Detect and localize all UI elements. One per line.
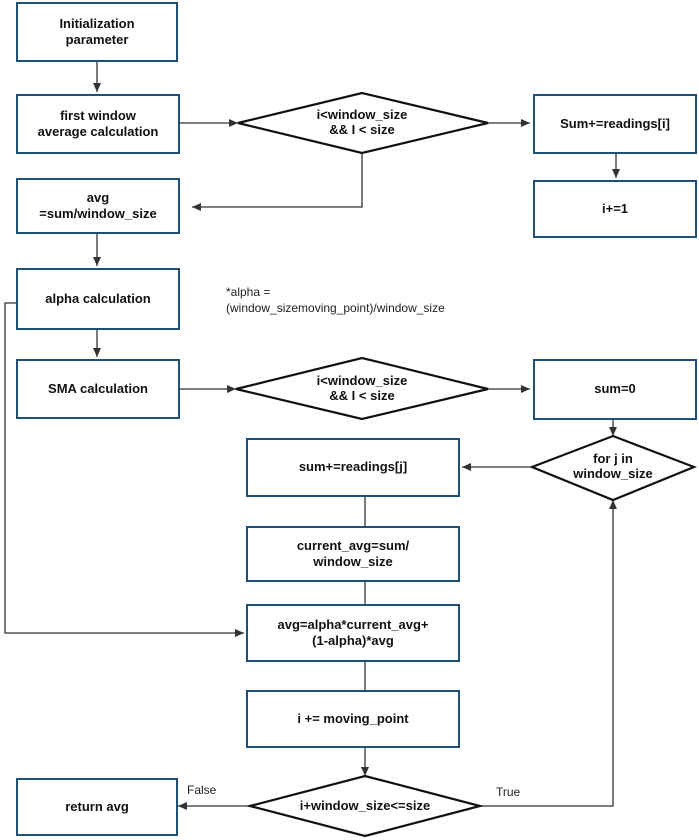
first-window-label-line2: average calculation — [37, 124, 159, 139]
cond1-diamond-shape — [237, 91, 489, 155]
cond1-label: i<window_size&& I < size — [280, 104, 444, 142]
avg-update-label-line2: (1-alpha)*avg — [312, 633, 394, 648]
edge-alpha-to-avg-update — [4, 302, 244, 637]
sma-calculation-box: SMA calculation — [16, 359, 180, 419]
cond2-label: i<window_size&& I < size — [280, 370, 444, 408]
init-label-line1: Initialization — [59, 15, 135, 31]
cond3-label: i+window_size<=size — [285, 796, 445, 816]
return-avg-label: return avg — [65, 798, 129, 814]
current-avg-box: current_avg=sum/window_size — [246, 526, 460, 582]
for-j-label-line1: for j in — [593, 451, 633, 467]
alpha-note-line2: (window_sizemoving_point)/window_size — [226, 301, 445, 316]
alpha-calculation-label: alpha calculation — [45, 290, 151, 306]
alpha-note-line1: *alpha = — [226, 285, 271, 299]
for-j-diamond-shape — [529, 434, 697, 502]
sum-zero-box: sum=0 — [533, 359, 697, 420]
cond3-label-text: i+window_size<=size — [299, 797, 431, 813]
edge-cond1-to-avg — [192, 153, 363, 211]
first-window-label-line1: first window — [60, 107, 136, 123]
avg-box: avg=sum/window_size — [16, 178, 180, 234]
for-j-label-line2: window_size — [573, 466, 653, 481]
return-avg-box: return avg — [16, 778, 178, 836]
current-avg-label-line1: current_avg=sum/ — [296, 537, 410, 553]
i-moving-point-box: i += moving_point — [246, 690, 460, 748]
cond1-label-line2: && I < size — [329, 122, 395, 137]
i-increment-box: i+=1 — [533, 180, 697, 238]
cond2-label-line2: && I < size — [329, 388, 395, 403]
avg-label-line2: =sum/window_size — [39, 206, 157, 221]
i-increment-label: i+=1 — [601, 200, 629, 216]
cond2-diamond-shape — [235, 356, 489, 421]
cond2-label-line1: i<window_size — [316, 373, 408, 389]
i-moving-point-label: i += moving_point — [297, 710, 409, 726]
avg-update-label-line1: avg=alpha*current_avg+ — [277, 616, 429, 632]
sum-readings-i-label: Sum+=readings[i] — [560, 115, 670, 131]
edge-cond3-true-to-for-j — [480, 500, 617, 807]
sum-readings-j-box: sum+=readings[j] — [246, 438, 460, 497]
sma-calculation-label: SMA calculation — [48, 380, 148, 396]
avg-label-line1: avg — [86, 189, 110, 205]
sum-zero-label: sum=0 — [594, 381, 636, 397]
alpha-formula-note: *alpha = (window_sizemoving_point)/windo… — [226, 284, 445, 316]
false-edge-label: False — [187, 783, 217, 797]
sum-readings-i-box: Sum+=readings[i] — [533, 94, 697, 154]
avg-update-box: avg=alpha*current_avg+(1-alpha)*avg — [246, 604, 460, 662]
current-avg-label-line2: window_size — [313, 554, 393, 569]
alpha-calculation-box: alpha calculation — [16, 268, 180, 330]
sum-readings-j-label: sum+=readings[j] — [298, 459, 408, 475]
true-edge-label: True — [496, 785, 521, 799]
cond3-diamond-shape — [245, 774, 485, 838]
cond1-label-line1: i<window_size — [316, 107, 408, 123]
init-label-line2: parameter — [65, 32, 129, 47]
